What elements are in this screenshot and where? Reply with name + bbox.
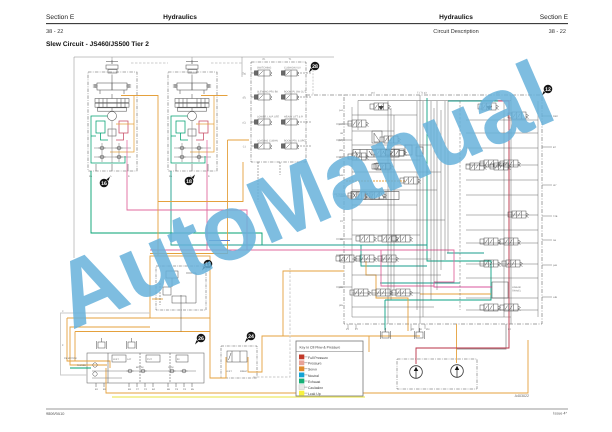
svg-text:BOOM PL SW CUT: BOOM PL SW CUT bbox=[284, 91, 306, 94]
svg-text:Pressure: Pressure bbox=[308, 362, 322, 366]
svg-text:C: C bbox=[62, 310, 64, 313]
svg-text:Key to C8 Flow & Pressure: Key to C8 Flow & Pressure bbox=[300, 346, 341, 350]
svg-text:RIGHT: RIGHT bbox=[240, 370, 248, 373]
svg-text:SLEWING PRI. BK: SLEWING PRI. BK bbox=[257, 91, 278, 94]
svg-text:pb5: pb5 bbox=[339, 304, 344, 307]
svg-text:PN: PN bbox=[426, 328, 430, 331]
svg-text:B: B bbox=[208, 175, 210, 178]
svg-text:E: E bbox=[62, 344, 64, 347]
svg-text:A5: A5 bbox=[340, 195, 344, 198]
svg-text:Hydraulics: Hydraulics bbox=[163, 14, 197, 21]
svg-text:pa5: pa5 bbox=[339, 259, 344, 262]
svg-text:ps5: ps5 bbox=[339, 254, 344, 257]
svg-text:LOWER. LN P. SFE: LOWER. LN P. SFE bbox=[257, 116, 279, 119]
svg-text:ps8: ps8 bbox=[553, 264, 558, 267]
svg-text:PA: PA bbox=[419, 328, 422, 331]
svg-text:Leak Up: Leak Up bbox=[308, 392, 321, 396]
svg-text:C8 MOTOR: C8 MOTOR bbox=[64, 357, 77, 360]
svg-text:Cavitation: Cavitation bbox=[308, 386, 323, 390]
svg-text:9806/9A10: 9806/9A10 bbox=[46, 412, 64, 416]
svg-text:P2: P2 bbox=[508, 328, 512, 331]
svg-text:(E): (E) bbox=[243, 97, 247, 100]
svg-text:HEAVY LIFT & P.: HEAVY LIFT & P. bbox=[284, 116, 303, 119]
svg-text:38 - 22: 38 - 22 bbox=[46, 29, 63, 35]
svg-text:Servo: Servo bbox=[308, 368, 317, 372]
svg-text:(C): (C) bbox=[243, 122, 247, 125]
svg-text:RH/SBD: RH/SBD bbox=[77, 364, 86, 367]
svg-text:TRAVEL: TRAVEL bbox=[512, 290, 522, 293]
svg-text:pb7: pb7 bbox=[339, 156, 344, 159]
svg-text:Circuit Description: Circuit Description bbox=[433, 28, 478, 35]
svg-text:17: 17 bbox=[205, 262, 211, 268]
svg-text:C1: C1 bbox=[243, 146, 247, 149]
svg-text:Hydraulics: Hydraulics bbox=[439, 14, 473, 21]
svg-text:CUSHION VLV: CUSHION VLV bbox=[284, 67, 301, 70]
svg-text:A8: A8 bbox=[553, 239, 557, 242]
svg-text:B5: B5 bbox=[191, 388, 195, 391]
svg-text:cd8: cd8 bbox=[553, 296, 558, 299]
svg-text:PP: PP bbox=[411, 328, 415, 331]
svg-text:A6: A6 bbox=[340, 132, 344, 135]
svg-text:pb6: pb6 bbox=[339, 149, 344, 152]
svg-text:A: A bbox=[110, 175, 112, 178]
svg-text:C2: C2 bbox=[144, 388, 148, 391]
svg-text:pA7: pA7 bbox=[339, 123, 344, 126]
svg-text:B7: B7 bbox=[553, 146, 557, 149]
svg-text:T2B: T2B bbox=[553, 215, 558, 218]
svg-text:Section E: Section E bbox=[540, 14, 569, 21]
svg-text:LAT: LAT bbox=[127, 358, 132, 361]
svg-text:(Ta): (Ta) bbox=[242, 73, 246, 76]
svg-text:B: B bbox=[128, 175, 130, 178]
svg-text:C7: C7 bbox=[136, 388, 140, 391]
svg-text:Exhaust: Exhaust bbox=[308, 380, 320, 384]
svg-text:Neutral: Neutral bbox=[308, 374, 319, 378]
svg-text:ps6: ps6 bbox=[339, 174, 344, 177]
svg-text:38 - 22: 38 - 22 bbox=[549, 29, 566, 35]
svg-text:12: 12 bbox=[545, 87, 551, 93]
svg-text:26: 26 bbox=[198, 336, 204, 342]
svg-text:BOOM: BOOM bbox=[136, 366, 143, 369]
svg-text:T1: T1 bbox=[289, 58, 293, 61]
svg-text:ARM: ARM bbox=[168, 366, 173, 369]
svg-text:C4: C4 bbox=[183, 388, 187, 391]
svg-text:Slew Circuit - JS460/JS500 Tie: Slew Circuit - JS460/JS500 Tier 2 bbox=[46, 41, 149, 48]
svg-text:(B7): (B7) bbox=[338, 139, 343, 142]
svg-text:A403022: A403022 bbox=[515, 394, 529, 398]
svg-text:LOADING CUSHN: LOADING CUSHN bbox=[257, 140, 278, 143]
svg-text:B2: B2 bbox=[103, 388, 107, 391]
svg-text:dr7: dr7 bbox=[553, 184, 557, 187]
svg-text:Issue 4*: Issue 4* bbox=[553, 412, 567, 416]
svg-text:DR2: DR2 bbox=[553, 115, 558, 118]
svg-text:CUT: CUT bbox=[147, 358, 152, 361]
svg-text:pB5: pB5 bbox=[339, 286, 344, 289]
svg-text:pa1: pa1 bbox=[339, 109, 344, 112]
svg-text:A: A bbox=[190, 175, 192, 178]
svg-text:LINEAR: LINEAR bbox=[512, 286, 521, 289]
svg-text:Section E: Section E bbox=[46, 14, 75, 21]
svg-text:P1: P1 bbox=[262, 58, 266, 61]
svg-text:B5: B5 bbox=[340, 238, 344, 241]
svg-text:BOOM PRI. & SPD: BOOM PRI. & SPD bbox=[284, 140, 306, 143]
svg-text:PT: PT bbox=[355, 328, 359, 331]
svg-text:28: 28 bbox=[312, 64, 318, 70]
svg-text:Full Pressure: Full Pressure bbox=[308, 356, 328, 360]
svg-text:B6: B6 bbox=[167, 388, 171, 391]
svg-text:P1: P1 bbox=[346, 328, 350, 331]
svg-text:B3: B3 bbox=[128, 388, 132, 391]
svg-text:16: 16 bbox=[101, 181, 107, 187]
svg-text:24: 24 bbox=[248, 334, 254, 340]
svg-text:T1 T1 p3: T1 T1 p3 bbox=[417, 92, 427, 95]
svg-text:B1: B1 bbox=[95, 388, 99, 391]
svg-text:ps1: ps1 bbox=[371, 92, 376, 95]
svg-text:B4: B4 bbox=[152, 388, 156, 391]
svg-text:LEFT: LEFT bbox=[113, 358, 119, 361]
svg-text:LEFT: LEFT bbox=[226, 370, 232, 373]
svg-text:C3: C3 bbox=[175, 388, 179, 391]
svg-text:C2: C2 bbox=[340, 220, 344, 223]
svg-text:ps2: ps2 bbox=[496, 92, 501, 95]
svg-text:SWITCHING: SWITCHING bbox=[257, 67, 271, 70]
svg-text:IN: IN bbox=[177, 358, 180, 361]
svg-text:OPTION: OPTION bbox=[334, 193, 343, 196]
svg-text:18: 18 bbox=[186, 179, 192, 185]
